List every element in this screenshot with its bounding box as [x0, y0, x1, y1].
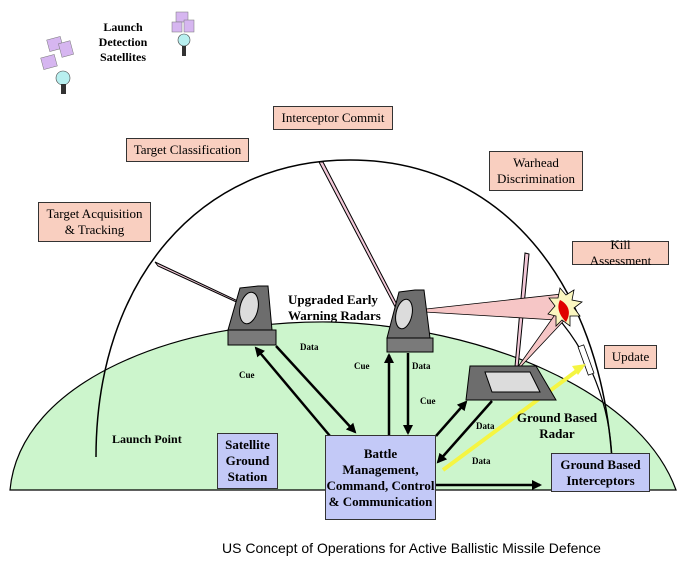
- satellite-icon-2: [171, 11, 195, 56]
- launch-detection-satellites-label: Launch Detection Satellites: [92, 20, 154, 65]
- link-label-data-right-2: Data: [472, 456, 491, 466]
- link-label-cue-right: Cue: [420, 396, 436, 406]
- battle-management-box: Battle Management, Command, Control & Co…: [325, 435, 436, 520]
- figure-caption: US Concept of Operations for Active Ball…: [222, 540, 601, 556]
- data-arrow-left: [275, 345, 357, 434]
- early-warning-radar-2: [386, 289, 434, 353]
- link-label-data-left: Data: [300, 342, 319, 352]
- phase-interceptor-commit: Interceptor Commit: [273, 106, 393, 130]
- early-warning-radar-1: [227, 285, 277, 346]
- launch-point-label: Launch Point: [112, 432, 182, 446]
- satellites-label-line2: Detection: [98, 35, 148, 49]
- satellites-label-line1: Launch: [103, 20, 143, 34]
- early-warning-radars-label: Upgraded Early Warning Radars: [288, 292, 381, 323]
- phase-target-classification: Target Classification: [126, 138, 249, 162]
- satellites-label-line3: Satellites: [100, 50, 146, 64]
- satellite-icon-1: [40, 36, 74, 94]
- ground-based-radar-label: Ground Based Radar: [516, 410, 598, 441]
- ground-area: [9, 321, 677, 491]
- intercept-path: [441, 365, 584, 472]
- cue-arrow-right: [435, 400, 468, 437]
- tracking-beam-acquisition: [154, 261, 244, 306]
- phase-target-acquisition: Target Acquisition & Tracking: [38, 202, 151, 242]
- interceptor-missile-icon: [577, 344, 595, 376]
- link-label-data-right-1: Data: [476, 421, 495, 431]
- warhead-icon: [558, 300, 569, 322]
- ewr-beam: [407, 293, 563, 321]
- ground-based-radar: [465, 365, 557, 401]
- phase-update: Update: [604, 345, 657, 369]
- intercept-path-arrowhead: [572, 364, 586, 375]
- phase-warhead-discrimination: Warhead Discrimination: [489, 151, 583, 191]
- phase-kill-assessment: Kill Assessment: [572, 237, 669, 268]
- link-label-cue-left: Cue: [239, 370, 255, 380]
- trajectory-arc: [95, 159, 613, 461]
- link-label-cue-mid: Cue: [354, 361, 370, 371]
- link-label-data-mid: Data: [412, 361, 431, 371]
- cue-arrow-left: [254, 346, 331, 437]
- ground-based-interceptors-box: Ground Based Interceptors: [551, 453, 650, 492]
- data-arrow-right: [436, 400, 493, 464]
- satellite-ground-station-box: Satellite Ground Station: [217, 433, 278, 489]
